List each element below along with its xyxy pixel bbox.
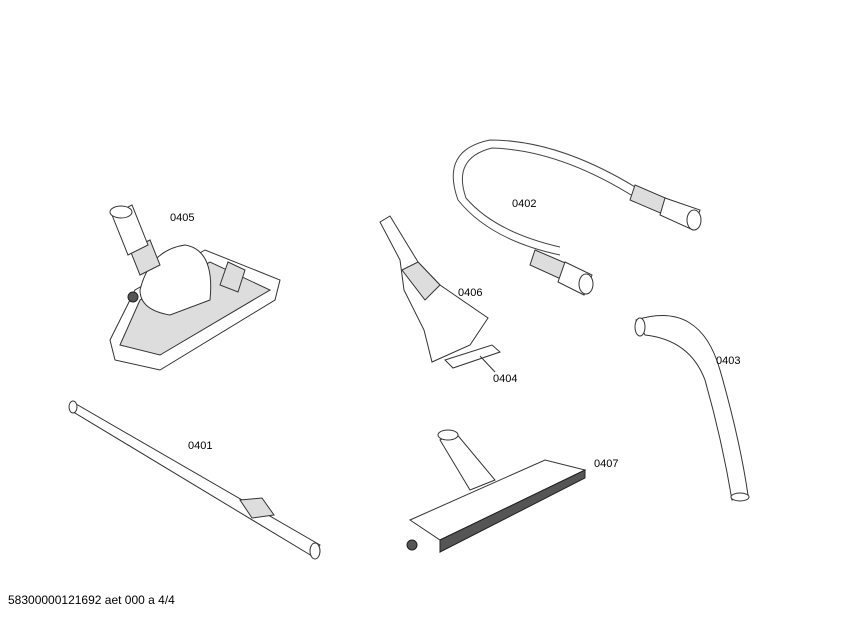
part-0401-tube (68, 400, 321, 560)
part-label-0401: 0401 (188, 440, 213, 452)
part-label-0405: 0405 (170, 212, 195, 224)
part-0402-hose (452, 139, 702, 296)
part-0406-crevice-tool (379, 215, 489, 363)
part-label-0402: 0402 (512, 198, 537, 210)
part-label-0406: 0406 (458, 287, 483, 299)
part-0403-handle (634, 315, 750, 502)
part-0404-strip (444, 344, 501, 373)
part-0407-hard-floor-nozzle (406, 429, 587, 553)
part-label-0407: 0407 (594, 458, 619, 470)
part-0405-floor-nozzle (109, 204, 281, 371)
part-label-0403: 0403 (716, 355, 741, 367)
document-footer-code: 58300000121692 aet 000 a 4/4 (8, 593, 175, 607)
part-label-0404: 0404 (493, 373, 518, 385)
